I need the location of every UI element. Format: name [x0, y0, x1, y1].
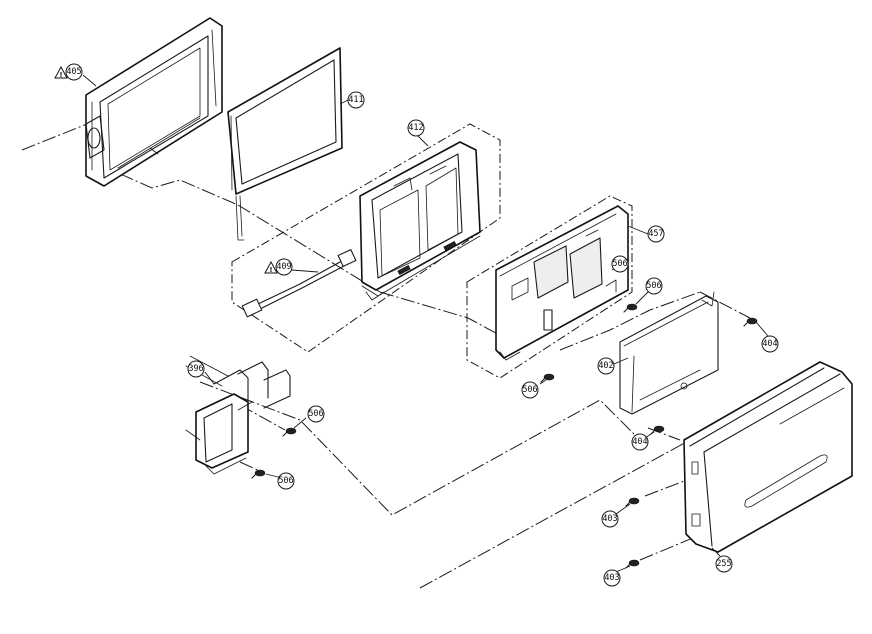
callout-405: 405 [65, 63, 83, 81]
screw-hinge-lower [251, 469, 266, 479]
svg-text:409: 409 [276, 262, 291, 272]
screws [251, 303, 758, 569]
svg-text:411: 411 [348, 95, 363, 105]
svg-text:405: 405 [66, 67, 81, 77]
callout-404: 404 [631, 433, 649, 451]
svg-text:402: 402 [598, 361, 613, 371]
callout-396: 396 [187, 360, 205, 378]
svg-text:396: 396 [188, 364, 203, 374]
svg-text:506: 506 [612, 259, 627, 269]
callout-411: 411 [347, 91, 365, 109]
svg-text:403: 403 [602, 514, 617, 524]
svg-text:506: 506 [308, 409, 323, 419]
callout-403: 403 [603, 569, 621, 587]
screw-hinge-upper [282, 427, 297, 437]
callout-255: 255 [715, 555, 733, 573]
warning-icon: ! [54, 65, 68, 79]
screw-board-lower [540, 373, 555, 383]
circuit-board [495, 205, 629, 361]
svg-text:506: 506 [278, 476, 293, 486]
callout-409: 409 [275, 258, 293, 276]
callout-506: 506 [645, 277, 663, 295]
callout-404: 404 [761, 335, 779, 353]
flex-cable [241, 249, 357, 318]
front-frame [85, 17, 223, 187]
lcd-panel [227, 47, 343, 241]
screw-shield-right [743, 317, 758, 327]
warning-icon: ! [264, 260, 278, 274]
callout-402: 402 [597, 357, 615, 375]
svg-text:506: 506 [522, 385, 537, 395]
callout-506: 506 [307, 405, 325, 423]
callout-506: 506 [611, 255, 629, 273]
svg-text:!: ! [269, 266, 272, 274]
callout-506: 506 [521, 381, 539, 399]
screw-cover-upper [625, 497, 640, 507]
svg-text:457: 457 [648, 229, 663, 239]
svg-text:404: 404 [632, 437, 647, 447]
callout-leaders [82, 74, 769, 573]
svg-text:!: ! [59, 71, 62, 79]
screw-board-upper [623, 303, 638, 313]
lcd-chassis [359, 141, 481, 301]
shield-plate [619, 291, 719, 415]
svg-text:255: 255 [716, 559, 731, 569]
svg-text:404: 404 [762, 339, 777, 349]
svg-text:412: 412 [408, 123, 423, 133]
callout-506: 506 [277, 472, 295, 490]
callout-403: 403 [601, 510, 619, 528]
callout-457: 457 [647, 225, 665, 243]
callout-412: 412 [407, 119, 425, 137]
rear-cover [683, 361, 853, 553]
subassembly-boxes [231, 123, 633, 379]
hinge-assembly [185, 355, 291, 475]
svg-text:403: 403 [604, 573, 619, 583]
svg-text:506: 506 [646, 281, 661, 291]
